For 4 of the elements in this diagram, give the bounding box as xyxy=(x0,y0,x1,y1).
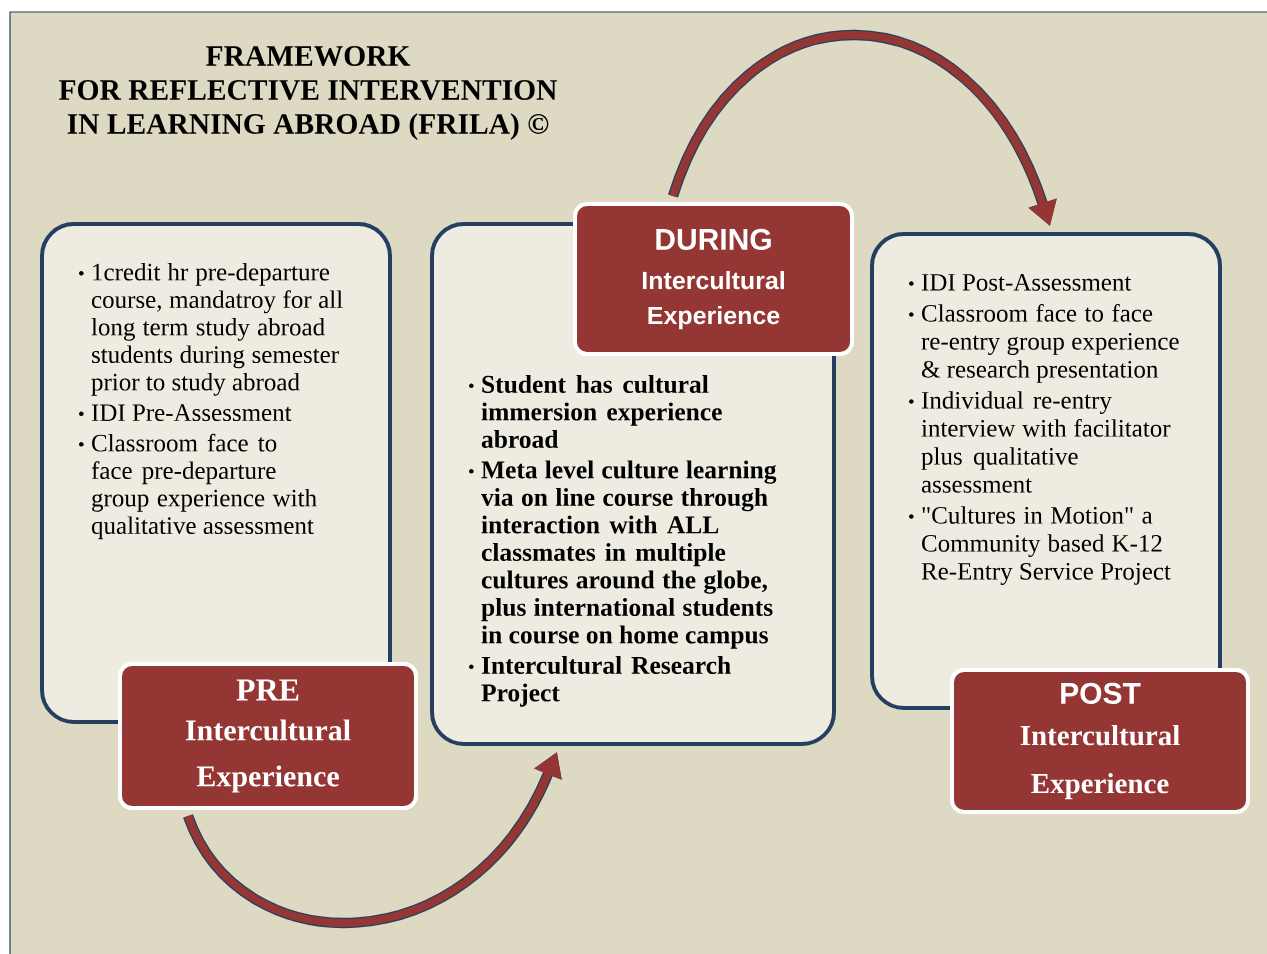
title: FRAMEWORK FOR REFLECTIVE INTERVENTION IN LEARNING ABROAD (FRILA) © xyxy=(59,46,558,140)
header-box: DURING Intercultural Experience xyxy=(573,202,854,356)
header-box: PRE Intercultural Experience xyxy=(118,662,418,810)
header-box: POST Intercultural Experience xyxy=(950,668,1250,814)
